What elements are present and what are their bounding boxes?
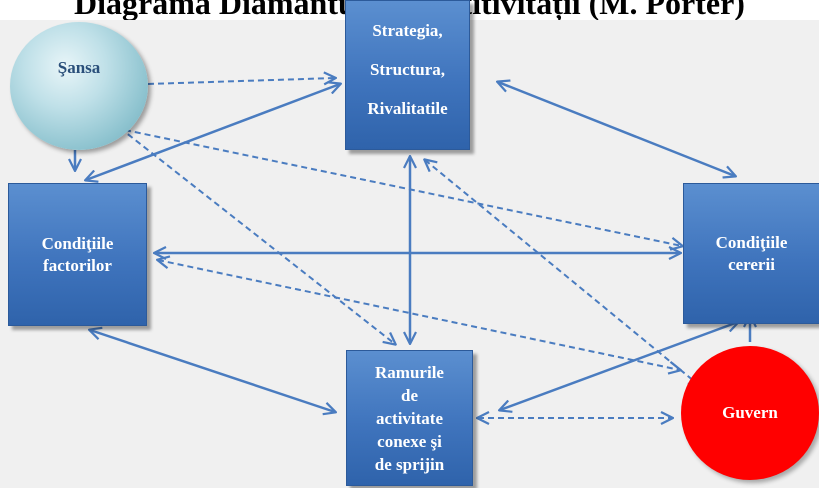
node-related-line-1: Ramurile <box>375 362 444 382</box>
node-related-industries: Ramurile de activitate conexe şi de spri… <box>346 350 473 486</box>
node-demand-line-1: Condiţiile <box>715 232 788 252</box>
node-demand-line-2: cererii <box>728 254 775 274</box>
node-related-line-5: de sprijin <box>374 454 445 474</box>
node-chance-label: Şansa <box>57 58 101 77</box>
node-strategy-line-2: Structura, <box>369 60 446 79</box>
node-government-label: Guvern <box>722 403 778 422</box>
node-related-line-4: conexe şi <box>377 431 442 451</box>
arrow-chance-strategy <box>147 78 335 84</box>
arrow-chance-related <box>119 127 395 344</box>
node-related-line-2: de <box>401 385 418 405</box>
node-government: Guvern <box>681 346 819 480</box>
node-demand-conditions: Condiţiile cererii <box>683 183 819 324</box>
node-related-line-3: activitate <box>375 408 444 428</box>
node-strategy: Strategia, Structura, Rivalitatile <box>345 0 470 150</box>
node-strategy-line-1: Strategia, <box>372 21 443 40</box>
arrow-strategy-factor <box>86 84 340 180</box>
arrow-factor-related <box>90 330 335 412</box>
node-factor-line-1: Condiţiile <box>41 233 114 253</box>
node-strategy-line-3: Rivalitatile <box>367 99 448 118</box>
node-factor-conditions: Condiţiile factorilor <box>8 183 147 326</box>
node-factor-line-2: factorilor <box>43 255 112 275</box>
node-chance: Şansa <box>10 22 148 150</box>
arrow-strategy-demand <box>498 82 735 176</box>
